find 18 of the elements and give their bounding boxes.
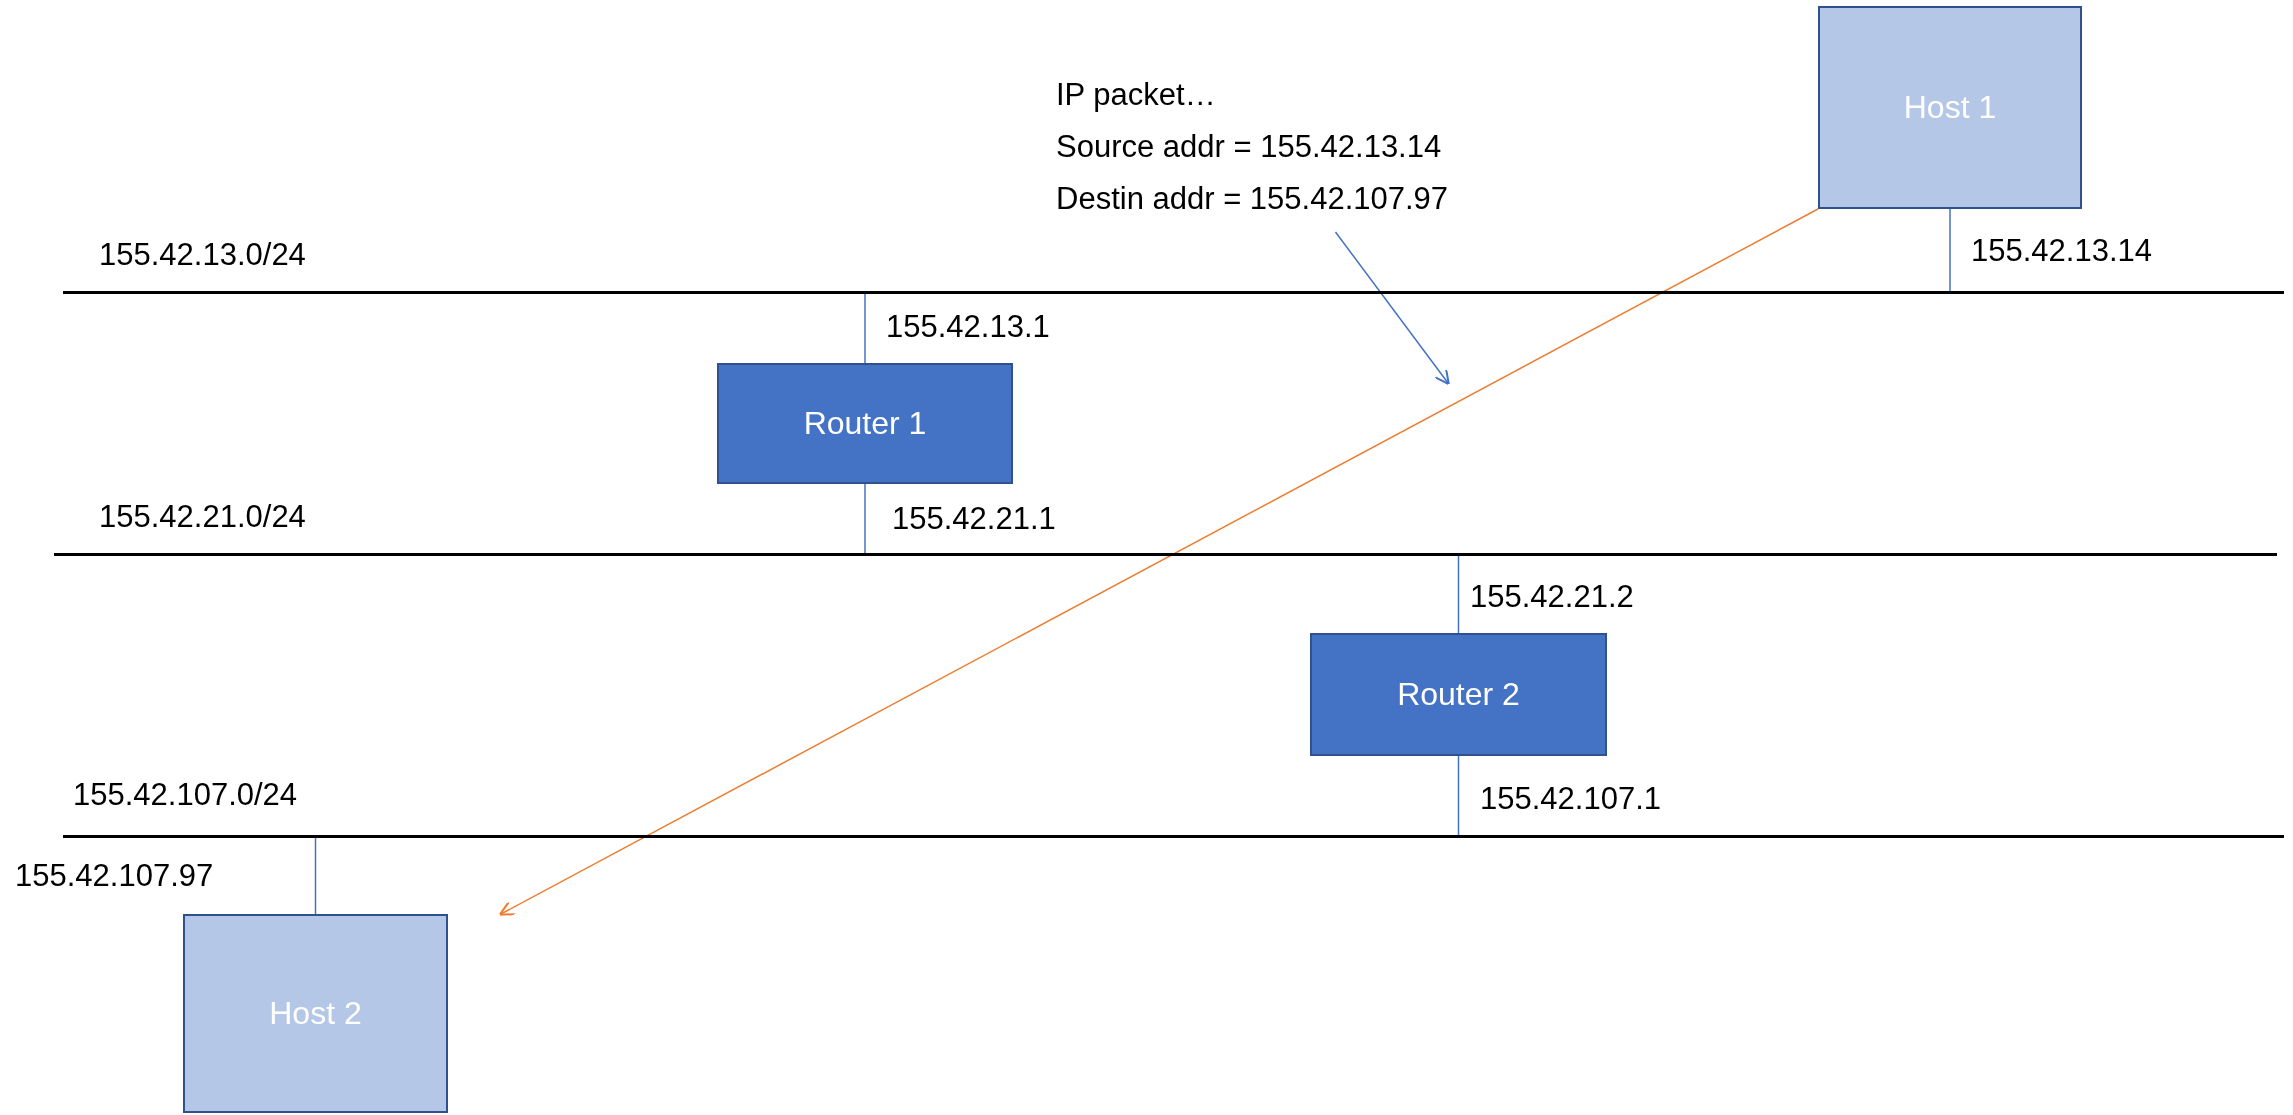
connector-line	[1457, 755, 1460, 838]
router-box: Router 1	[717, 363, 1013, 484]
connector-line	[1949, 208, 1951, 294]
note-text: Source addr = 155.42.13.14	[1056, 128, 1442, 166]
network-address-label: 155.42.21.0/24	[99, 498, 306, 536]
connector-line	[864, 291, 866, 364]
connector-line	[864, 483, 866, 556]
connector-line	[1457, 553, 1460, 634]
network-address-label: 155.42.13.0/24	[99, 236, 306, 274]
host-box: Host 2	[183, 914, 448, 1113]
connector-line	[314, 835, 317, 915]
note-heading: IP packet…	[1056, 76, 1216, 114]
router-box: Router 2	[1310, 633, 1607, 756]
note-text: Destin addr = 155.42.107.97	[1056, 180, 1449, 218]
host-box: Host 1	[1818, 6, 2082, 209]
network-address-label: 155.42.107.0/24	[73, 776, 298, 814]
arrow	[498, 208, 1819, 916]
arrow	[1334, 231, 1450, 386]
